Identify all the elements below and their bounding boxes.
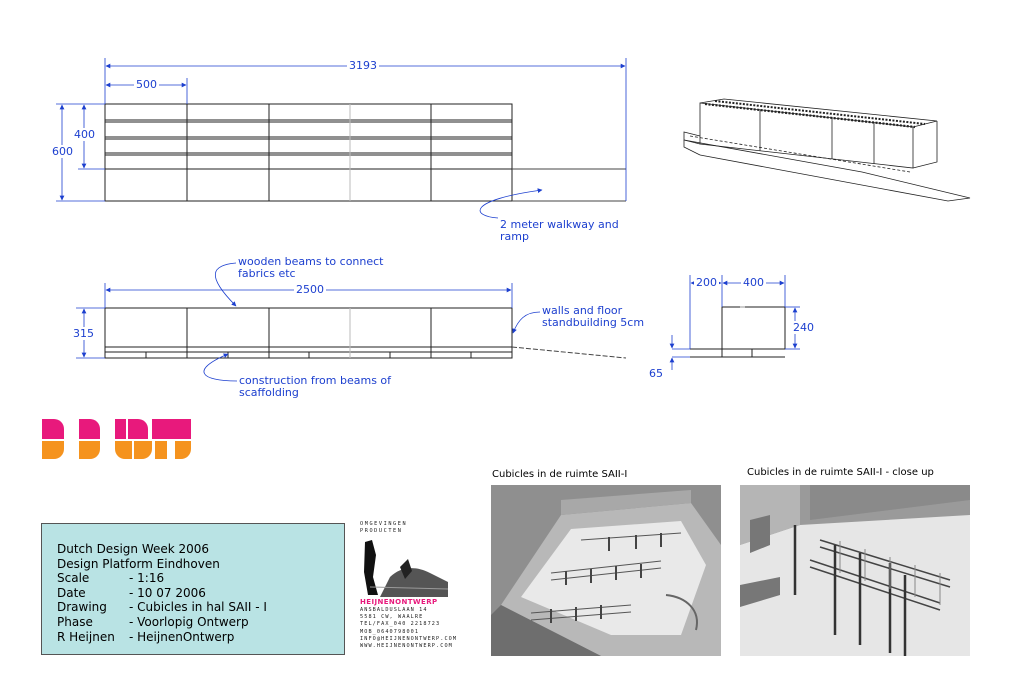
dim-height-outer: 600	[50, 145, 75, 158]
note-wooden-beams: wooden beams to connect fabrics etc	[238, 255, 384, 280]
dim-bottom-length: 2500	[294, 283, 326, 296]
dim-section-65: 65	[647, 367, 665, 380]
dim-total-length: 3193	[347, 59, 379, 72]
render-caption-right: Cubicles in de ruimte SAII-I - close up	[747, 467, 934, 478]
studio-contact: ANSBALDUSLAAN 14 5581 CW, WAALRE TEL/FAX…	[360, 607, 458, 650]
note-walls-floor: walls and floor standbuilding 5cm	[542, 304, 645, 329]
title-row-drawing: Drawing- Cubicles in hal SAII - I	[57, 600, 267, 615]
title-block: Dutch Design Week 2006 Design Platform E…	[41, 523, 345, 655]
note-walkway: 2 meter walkway and ramp	[500, 218, 619, 243]
bottom-elevation-structure	[104, 307, 627, 359]
studio-web: WWW.HEIJNENONTWERP.COM	[360, 643, 453, 650]
studio-mobile: MOB_0640798001	[360, 628, 420, 635]
ddw-logo	[42, 419, 191, 461]
studio-header-2: PRODUCTEN	[360, 528, 403, 535]
studio-header-1: OMGEVINGEN	[360, 521, 408, 527]
title-row-date: Date- 10 07 2006	[57, 585, 206, 600]
isometric-view	[683, 98, 971, 202]
section-structure	[690, 306, 786, 358]
studio-tel: TEL/FAX_040 2218723	[360, 621, 441, 628]
dim-module-width: 500	[134, 78, 159, 91]
section-dimensions	[669, 275, 800, 370]
note-construction: construction from beams of scaffolding	[239, 374, 392, 399]
dim-section-400: 400	[741, 276, 766, 289]
render-closeup	[740, 485, 970, 656]
title-row-scale: Scale- 1:16	[57, 571, 165, 586]
bottom-elevation-dimensions	[76, 262, 541, 382]
dim-section-240: 240	[791, 321, 816, 334]
render-overview	[491, 485, 721, 656]
dim-section-200: 200	[694, 276, 719, 289]
dim-height-inner: 400	[72, 128, 97, 141]
title-row-phase: Phase- Voorlopig Ontwerp	[57, 614, 249, 629]
dim-bottom-height: 315	[71, 327, 96, 340]
title-line-2: Design Platform Eindhoven	[57, 556, 220, 571]
studio-address-1: ANSBALDUSLAAN 14	[360, 607, 428, 613]
title-row-author: R Heijnen- HeijnenOntwerp	[57, 629, 235, 644]
studio-address-2: 5581 CW, WAALRE	[360, 614, 424, 621]
render-caption-left: Cubicles in de ruimte SAII-I	[492, 469, 628, 480]
studio-name: HEIJNENONTWERP	[360, 598, 438, 606]
studio-email: INFO@HEIJNENONTWERP.COM	[360, 635, 458, 642]
title-line-1: Dutch Design Week 2006	[57, 542, 210, 556]
studio-photo	[360, 537, 448, 597]
studio-stamp: OMGEVINGEN PRODUCTEN	[360, 521, 448, 535]
top-elevation-structure	[104, 103, 626, 202]
